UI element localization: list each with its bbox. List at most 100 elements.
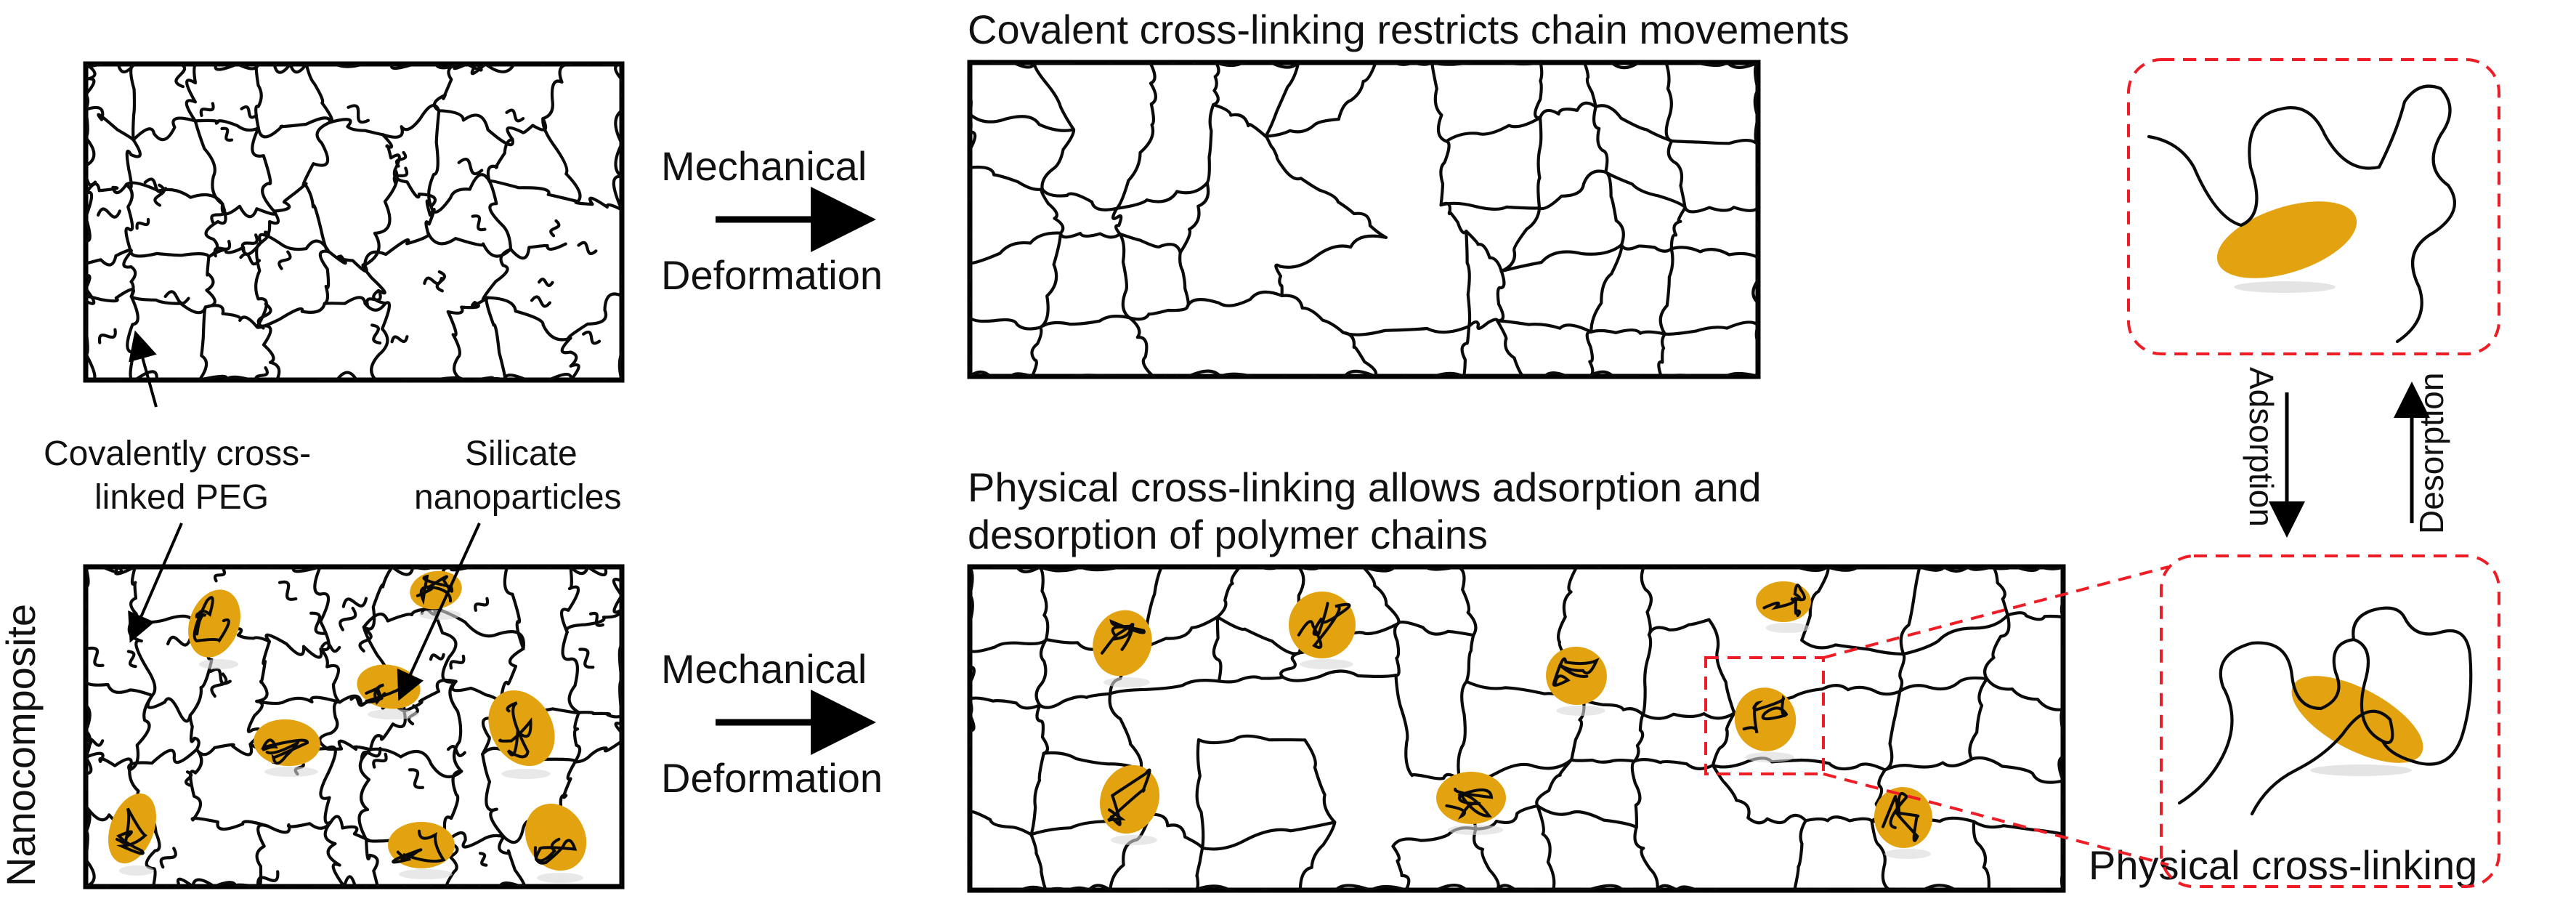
polymer-chain [1594,104,1674,143]
polymer-chain [970,62,973,116]
polymer-chain [1970,756,2063,784]
polymer-chain [567,292,622,340]
polymer-chain [1217,675,1284,684]
polymer-chain [1473,827,1500,890]
chain-loop [588,611,604,627]
adsorbed-chain [1107,768,1151,826]
chain-loop [126,650,137,669]
polymer-chain [1303,738,1337,824]
polymer-chain [1751,256,1758,327]
polymer-chain [1587,370,1663,376]
pointer-covalent-peg-bottom [128,522,183,643]
polymer-chain [970,166,972,265]
polymer-chain [318,700,341,750]
polymer-chain [1038,692,1112,709]
polymer-chain [1264,117,1340,138]
polymer-chain [374,376,465,380]
silicate-nanoparticle [1756,581,1811,622]
polymer-chain [1620,243,1673,253]
polymer-chain [1987,888,2063,890]
polymer-chain [1539,101,1597,119]
polymer-chain [1030,326,1043,376]
polymer-chain [255,639,271,703]
polymer-chain [1902,613,2009,656]
polymer-chain [1186,369,1286,376]
polymer-chain [450,567,509,572]
zoom-panel-desorbed [2127,58,2500,355]
polymer-chain [1030,374,1155,376]
polymer-chain [1535,758,1573,808]
polymer-chain [86,755,93,808]
chain-loop [395,150,408,168]
polymer-chain [1467,318,1499,330]
polymer-chain [559,567,580,634]
polymer-chain [255,823,270,887]
polymer-chain [127,748,198,772]
polymer-chain [323,296,387,312]
polymer-chain [86,190,94,265]
chain-loop [549,219,561,238]
polymer-chain [1538,169,1608,211]
polymer-chain [323,820,346,887]
polymer-chain [970,315,1042,331]
polymer-chain [1664,62,1758,69]
polymer-chain [1669,246,1758,259]
polymer-chain [1983,613,2011,681]
polymer-chain [1396,620,1475,637]
polymer-chain [1264,62,1300,138]
polymer-chain [1570,758,1637,764]
label-covalent-peg-line2: linked PEG [94,478,269,517]
polymer-chain [1581,698,1645,717]
polymer-chain [503,372,573,380]
silicate-nanoparticle [488,690,555,767]
polymer-chain [1870,819,1892,890]
polymer-chain [485,296,507,380]
polymer-chain [486,137,514,182]
nanoparticle-shadow [419,610,461,620]
polymer-chain [1297,567,1365,570]
silicate-nanoparticle [2216,201,2357,278]
chain-loop [153,183,166,207]
polymer-chain [1115,123,1155,210]
label-desorption: Desorption [2413,373,2450,534]
nanoparticle-shadow [1300,659,1353,669]
chain-loop [370,323,382,345]
chain-loop [408,768,425,789]
chain-loop [220,126,234,142]
chain-loop [530,295,551,308]
adsorbed-chain [416,574,454,605]
nanoparticle-shadow [1103,677,1150,687]
polymer-chain [86,64,137,73]
polymer-chain [328,118,384,137]
zoom-adsorbed-chain [2177,606,2473,816]
chain-loop [341,597,368,608]
polymer-chain [1664,62,1674,143]
polymer-chain [432,64,459,113]
polymer-chain [1361,567,1459,573]
nanoparticle-shadow [537,873,583,883]
chain-loop [429,653,445,661]
polymer-chain [461,376,506,380]
chain-loop [184,770,193,787]
silicate-nanoparticle [1874,787,1933,848]
polymer-chain [1632,758,1714,770]
polymer-chain [446,310,465,380]
polymer-chain [146,693,192,723]
polymer-chain [503,567,525,650]
chain-loop [449,654,466,670]
chain-loop [347,104,370,124]
label-deformation-bottom: Deformation [661,755,883,801]
polymer-chain [1972,820,1990,890]
polymer-chain [325,739,373,751]
panel-covalent-deformed [967,60,1761,379]
polymer-chain [1899,567,1921,656]
label-silicate-line2: nanoparticles [414,478,622,517]
polymer-chain [970,567,974,653]
polymer-chain [315,371,378,380]
polymer-chain [1733,567,1829,573]
polymer-chain [499,647,525,703]
polymer-chain [1045,884,1112,890]
chain-loop [163,290,190,305]
chain-loop [392,166,409,185]
chain-loop [320,641,341,653]
